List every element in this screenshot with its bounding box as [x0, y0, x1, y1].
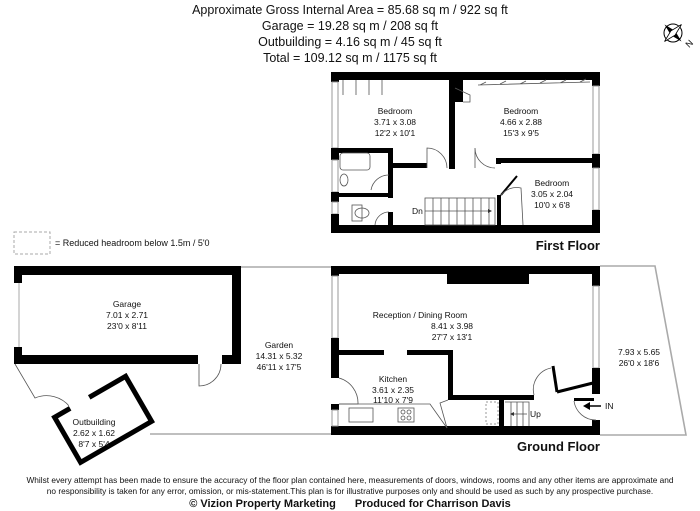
- garage-metric: 7.01 x 2.71: [106, 310, 148, 320]
- legend-text: = Reduced headroom below 1.5m / 5'0: [55, 238, 210, 248]
- garage-area-line: Garage = 19.28 sq m / 208 sq ft: [261, 19, 439, 33]
- kitchen-imperial: 11'10 x 7'9: [373, 395, 413, 405]
- reduced-headroom-swatch: [13, 231, 51, 255]
- garden-metric: 14.31 x 5.32: [256, 351, 303, 361]
- compass-north-label: N: [683, 38, 695, 50]
- outbuilding-plan: Outbuilding 2.62 x 1.62 8'7 x 5'4: [51, 372, 156, 466]
- bedroom-2-imperial: 15'3 x 9'5: [503, 128, 539, 138]
- total-area-line: Total = 109.12 sq m / 1175 sq ft: [263, 51, 437, 65]
- reception-name: Reception / Dining Room: [373, 310, 468, 320]
- kitchen-name: Kitchen: [379, 374, 408, 384]
- footer: Whilst every attempt has been made to en…: [0, 475, 700, 511]
- garage-name: Garage: [113, 299, 142, 309]
- bedroom-2-name: Bedroom: [504, 106, 539, 116]
- front-garden-metric: 7.93 x 5.65: [618, 347, 660, 357]
- stairs-up-label: Up: [530, 409, 541, 419]
- outbuilding-name: Outbuilding: [72, 417, 115, 427]
- garden-name: Garden: [265, 340, 294, 350]
- gross-area-line: Approximate Gross Internal Area = 85.68 …: [192, 3, 508, 17]
- bedroom-3-imperial: 10'0 x 6'8: [534, 200, 570, 210]
- garage-imperial: 23'0 x 8'11: [107, 321, 147, 331]
- ground-floor-label: Ground Floor: [517, 439, 600, 454]
- bedroom-3-name: Bedroom: [535, 178, 570, 188]
- outbuilding-imperial: 8'7 x 5'4: [78, 439, 109, 449]
- produced-for-text: Produced for Charrison Davis: [354, 498, 511, 510]
- garden-plan: Garden 14.31 x 5.32 46'11 x 17'5: [14, 266, 331, 435]
- entrance-label: IN: [605, 401, 614, 411]
- first-floor-label: First Floor: [536, 238, 600, 253]
- outbuilding-area-line: Outbuilding = 4.16 sq m / 45 sq ft: [258, 35, 442, 49]
- reception-imperial: 27'7 x 13'1: [432, 332, 473, 342]
- disclaimer-line-2: no responsibility is taken for any error…: [46, 486, 654, 496]
- ground-floor-stairs: [505, 401, 530, 426]
- first-floor-stairs: [424, 197, 496, 226]
- first-floor-plan: Dn Bedroom 3.71 x 3.08 12'2 x 10'1 Bedro…: [331, 72, 600, 233]
- bedroom-1-imperial: 12'2 x 10'1: [375, 128, 416, 138]
- bedroom-1-name: Bedroom: [378, 106, 413, 116]
- bedroom-3-metric: 3.05 x 2.04: [531, 189, 573, 199]
- bedroom-1-metric: 3.71 x 3.08: [374, 117, 416, 127]
- ground-floor-plan: Up IN Reception / Dining Room 8.41 x 3.9…: [331, 265, 687, 436]
- garage-plan: Garage 7.01 x 2.71 23'0 x 8'11: [14, 266, 241, 387]
- area-summary: Approximate Gross Internal Area = 85.68 …: [0, 2, 700, 66]
- disclaimer-line-1: Whilst every attempt has been made to en…: [26, 475, 674, 485]
- outbuilding-metric: 2.62 x 1.62: [73, 428, 115, 438]
- reception-metric: 8.41 x 3.98: [431, 321, 473, 331]
- kitchen-metric: 3.61 x 2.35: [372, 385, 414, 395]
- garden-imperial: 46'11 x 17'5: [257, 362, 302, 372]
- stairs-down-label: Dn: [412, 206, 423, 216]
- compass-rose-icon: N: [663, 23, 695, 50]
- copyright-text: © Vizion Property Marketing: [189, 498, 336, 510]
- bedroom-2-metric: 4.66 x 2.88: [500, 117, 542, 127]
- front-garden-imperial: 26'0 x 18'6: [619, 358, 660, 368]
